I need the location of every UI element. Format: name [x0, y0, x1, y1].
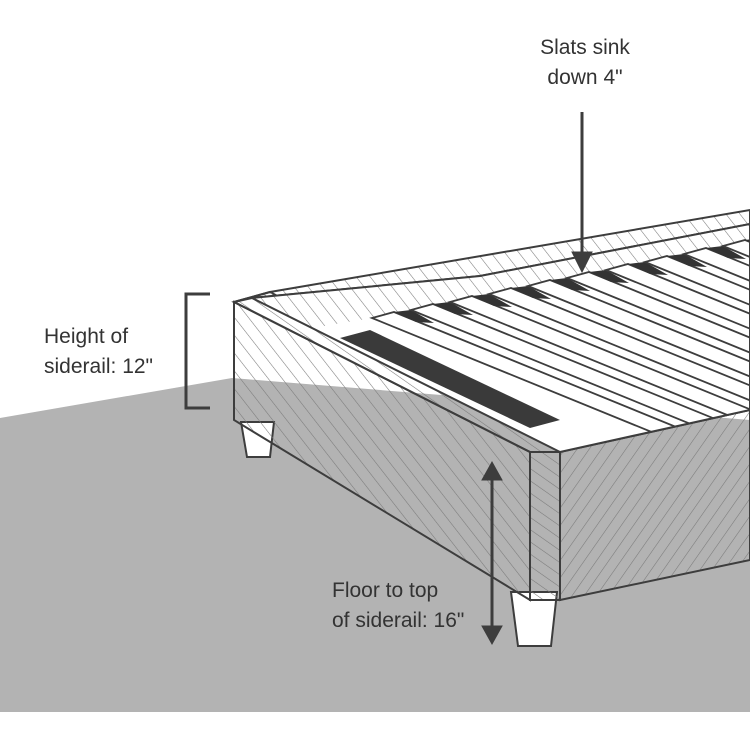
slat: [603, 263, 750, 421]
inner-back-wall: [252, 224, 750, 330]
slat-gap: [550, 278, 590, 291]
floor-to-top-arrow: [481, 460, 503, 646]
height-annotation: Height of siderail: 12": [44, 322, 153, 382]
slat: [642, 255, 750, 413]
slat-gap: [394, 310, 434, 323]
center-support-rail: [340, 330, 560, 428]
slat-gap: [433, 302, 473, 315]
slats-annotation-line2: down 4": [547, 66, 623, 89]
slat-gap: [706, 246, 746, 259]
floor-annotation: Floor to top of siderail: 16": [332, 576, 464, 636]
slat: [564, 271, 750, 429]
slat-gap: [589, 270, 629, 283]
inner-outline: [248, 222, 750, 454]
slat-gap: [472, 294, 512, 307]
slat: [525, 279, 750, 437]
slat: [720, 239, 750, 397]
height-bracket: [184, 292, 210, 410]
height-annotation-line1: Height of: [44, 325, 129, 348]
front-end-face: [529, 451, 561, 601]
slats-annotation: Slats sink down 4": [520, 33, 650, 93]
slats-arrow: [571, 112, 593, 274]
slat: [486, 287, 750, 445]
floor-annotation-line1: Floor to top: [332, 579, 439, 602]
slat: [681, 247, 750, 405]
floor-annotation-line2: of siderail: 16": [332, 609, 465, 632]
slat-gap: [667, 254, 707, 267]
height-annotation-line2: siderail: 12": [44, 355, 154, 378]
slat-gap: [628, 262, 668, 275]
slats-annotation-line1: Slats sink: [540, 36, 630, 59]
slat-gap: [511, 286, 551, 299]
